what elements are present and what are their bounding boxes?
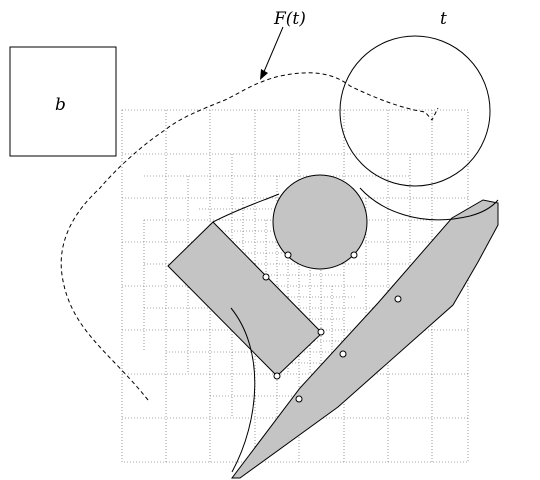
contact-point [284, 251, 292, 259]
box-b [9, 46, 117, 157]
contact-point [350, 251, 358, 259]
wall-obstacle [230, 199, 499, 479]
contact-point [295, 395, 303, 403]
circle-label: t [440, 9, 447, 29]
free-space-dashed-boundary [60, 72, 439, 401]
free-space-boundary [212, 193, 280, 223]
contact-point [262, 273, 270, 281]
free-space-label: F(t) [273, 9, 306, 29]
label-arrow [262, 26, 284, 75]
arrowhead [260, 69, 268, 80]
disc-obstacle [272, 174, 368, 270]
free-space-boundary-lower [230, 307, 256, 473]
box-label: b [55, 95, 66, 115]
contact-points [262, 251, 402, 403]
contact-point [394, 295, 402, 303]
contact-point [273, 372, 281, 380]
contact-point [317, 328, 325, 336]
target-circle [339, 35, 491, 187]
contact-point [339, 350, 347, 358]
free-space-boundary-right [359, 187, 499, 221]
